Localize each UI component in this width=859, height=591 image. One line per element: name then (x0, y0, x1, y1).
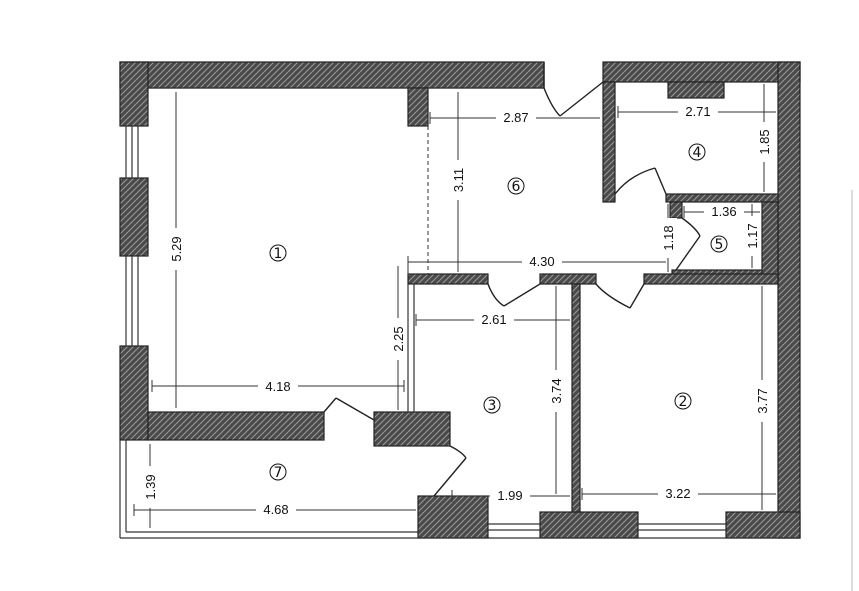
window-left-upper (125, 126, 139, 178)
wall-top-left (119, 61, 545, 89)
dim-room3-height: 3.74 (549, 378, 564, 403)
door-room4 (614, 167, 667, 195)
interior-outlines (119, 87, 800, 539)
room-2-marker: 2 (674, 392, 692, 410)
wall-corridor-bottom-left (407, 273, 489, 285)
svg-text:5: 5 (715, 237, 724, 253)
dim-room5-height: 1.17 (745, 223, 760, 248)
dim-room1-width: 4.18 (265, 379, 290, 394)
wall-room1-top-pier (407, 87, 429, 127)
wall-room3-room2 (571, 283, 581, 513)
dim-room3-width: 2.61 (481, 312, 506, 327)
dim-room4-width: 2.71 (685, 104, 710, 119)
dim-room3-bottom: 1.99 (497, 488, 522, 503)
svg-text:6: 6 (512, 179, 521, 195)
wall-top-right (602, 61, 801, 83)
door-room1-balcony (323, 397, 375, 421)
wall-room4-left (602, 81, 616, 203)
window-bottom-room3 (488, 523, 540, 531)
wall-bottom-right (725, 511, 801, 539)
room-7-marker: 7 (269, 463, 287, 481)
dim-room5-width: 1.36 (711, 204, 736, 219)
dim-room7-depth: 1.39 (143, 474, 158, 499)
window-left-lower (125, 256, 139, 346)
dim-room2-height: 3.77 (755, 388, 770, 413)
door-room5 (675, 217, 701, 271)
room-3-marker: 3 (483, 396, 501, 414)
svg-text:3: 3 (488, 398, 497, 414)
wall-room1-bottom (147, 411, 325, 441)
dim-room7-width: 4.68 (263, 502, 288, 517)
dim-room1-height: 5.29 (169, 236, 184, 261)
dim-corridor-length: 4.30 (529, 254, 554, 269)
wall-left-bottom (119, 345, 149, 441)
svg-text:4: 4 (693, 145, 702, 161)
wall-corridor-bottom-mid (539, 273, 597, 285)
svg-text:7: 7 (274, 465, 283, 481)
wall-bottom-left (417, 495, 489, 539)
wall-room5-left (669, 201, 683, 219)
room-5-marker: 5 (710, 235, 728, 253)
wall-bottom-mid (539, 511, 639, 539)
wall-room4-bottom (665, 193, 779, 203)
door-room2 (595, 283, 645, 309)
room-1-marker: 1 (269, 244, 287, 262)
wall-left-pier (119, 177, 149, 257)
wall-right (777, 61, 801, 539)
wall-room4-top-pier (667, 81, 725, 99)
window-bottom-room2 (638, 523, 726, 531)
door-entrance (543, 62, 604, 117)
wall-room1-bottom-right (373, 411, 451, 447)
dimension-text-backgrounds (141, 105, 773, 517)
dim-room1-lower: 2.25 (391, 326, 406, 351)
dim-room6-height: 3.11 (451, 168, 466, 192)
room-6-marker: 6 (507, 177, 525, 195)
svg-text:2: 2 (679, 394, 688, 410)
wall-left-top (119, 61, 149, 127)
dim-hall-depth: 1.18 (661, 225, 676, 250)
door-room3 (487, 283, 541, 307)
room-4-marker: 4 (688, 143, 706, 161)
wall-corridor-bottom-right (643, 273, 779, 285)
dimension-lines (133, 84, 776, 528)
wall-room5-right (761, 201, 779, 281)
svg-text:1: 1 (274, 246, 283, 262)
dim-room2-width: 3.22 (665, 486, 690, 501)
dim-room6-width: 2.87 (503, 110, 528, 125)
dim-room4-height: 1.85 (757, 129, 772, 154)
door-room3-balcony (433, 445, 467, 497)
